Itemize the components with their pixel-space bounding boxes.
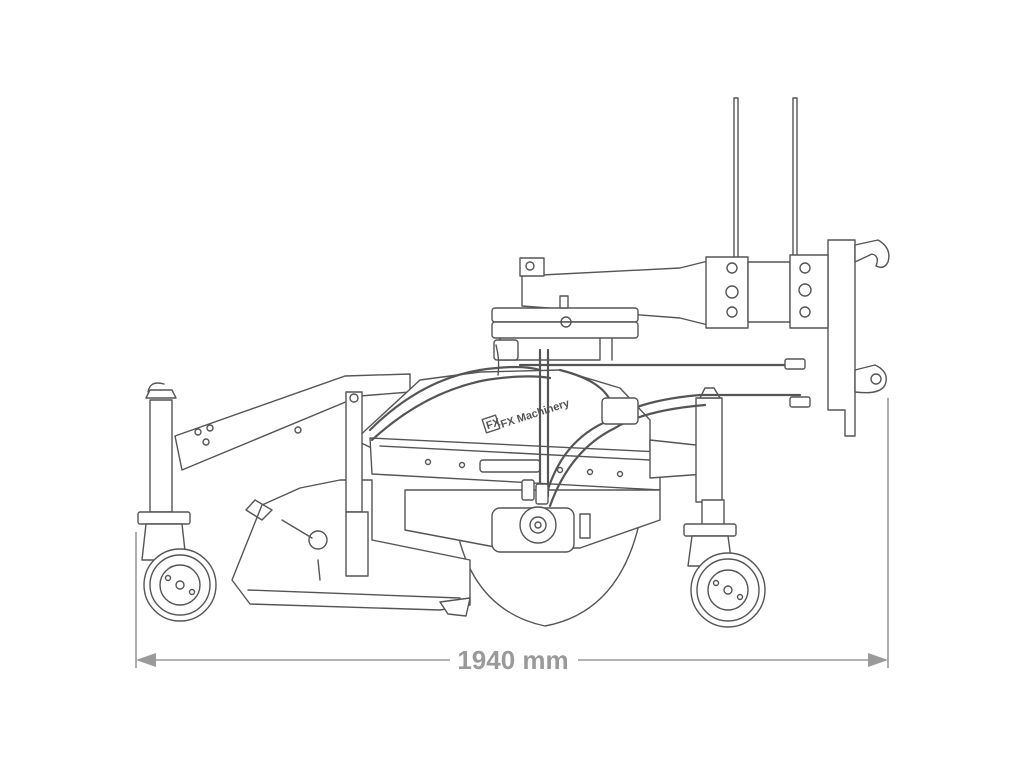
swivel-plate bbox=[491, 295, 639, 361]
right-wheel-tire bbox=[690, 552, 766, 628]
hydraulic-hoses bbox=[368, 339, 811, 508]
left-wheel-tire bbox=[143, 548, 217, 622]
width-dimension: 1940 mm bbox=[135, 398, 889, 675]
arm-flange-left bbox=[705, 256, 749, 329]
brand-logo bbox=[481, 414, 501, 434]
dimension-arrow-right bbox=[868, 653, 888, 667]
hitch-top-hook bbox=[854, 239, 890, 269]
hitch-vertical-bar-right bbox=[792, 97, 798, 261]
right-support-leg bbox=[695, 397, 723, 503]
hydraulic-motor bbox=[519, 506, 557, 544]
left-support-leg-lower bbox=[345, 511, 369, 577]
main-frame bbox=[174, 369, 706, 491]
dimension-label: 1940 mm bbox=[457, 645, 568, 675]
support-legs bbox=[345, 387, 723, 577]
brand-logo-text: FX bbox=[485, 416, 503, 432]
hose-coupler-top bbox=[784, 358, 806, 370]
valve-block bbox=[601, 397, 639, 425]
arm-cylinder-block bbox=[519, 257, 545, 277]
left-castor-wheel bbox=[137, 382, 217, 622]
hose-coupler-bottom bbox=[789, 396, 811, 408]
hitch-vertical-bar-left bbox=[733, 97, 739, 261]
dimension-arrow-left bbox=[136, 653, 156, 667]
brush-assembly bbox=[231, 479, 661, 627]
left-castor-post bbox=[149, 399, 173, 513]
arm-spacer bbox=[747, 261, 791, 323]
right-castor-post bbox=[701, 499, 725, 527]
right-castor-wheel bbox=[683, 499, 766, 628]
arm-flange-right bbox=[789, 254, 829, 329]
guard-skid bbox=[439, 597, 471, 617]
hitch-plate bbox=[827, 239, 856, 437]
left-support-leg-upper bbox=[345, 391, 363, 513]
